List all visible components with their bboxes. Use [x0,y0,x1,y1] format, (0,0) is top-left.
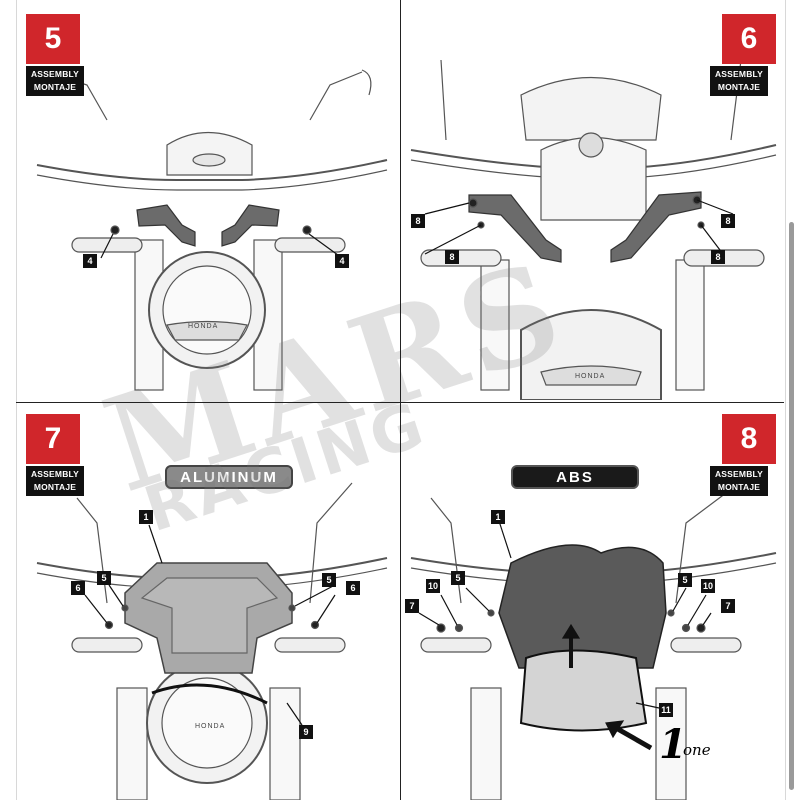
step-number: 6 [722,14,776,64]
right-mirror-stalk [309,482,353,604]
step-number: 7 [26,414,80,464]
right-bolt-icon [302,225,312,235]
left-bracket [136,204,196,247]
right-bolt-icon [696,623,706,633]
callout-7-left: 7 [405,599,419,613]
step-7-illustration [36,482,388,800]
callout-10-right: 10 [701,579,715,593]
panel-divider-vertical [400,0,401,800]
left-fork [470,687,502,800]
left-fork [116,687,148,800]
callout-9: 9 [299,725,313,739]
right-turn-signal [274,237,346,253]
montaje-text: MONTAJE [717,82,761,92]
trim-strip-9 [151,683,268,705]
callout-8-upper-right: 8 [721,214,735,228]
assembly-text: ASSEMBLY [714,69,764,79]
right-fork [269,687,301,800]
left-bracket [468,194,562,263]
headlight [520,309,662,400]
left-bolt-icon [436,623,446,633]
assembly-text: ASSEMBLY [30,69,80,79]
step-number: 5 [26,14,80,64]
right-bracket [221,204,280,247]
step-number: 8 [722,414,776,464]
left-bolt-icon [104,620,114,630]
left-turn-signal [71,637,143,653]
right-bolt-icon [310,620,320,630]
callout-8-upper-left: 8 [411,214,425,228]
abs-windscreen [498,544,667,669]
right-turn-signal [670,637,742,653]
handlebar [36,159,388,181]
instruction-sheet [16,0,786,800]
panel-divider-horizontal [16,402,784,403]
material-badge-abs: ABS [511,465,639,489]
callout-8-lower-right: 8 [711,250,725,264]
scrollbar[interactable] [789,222,794,790]
callout-5-left: 5 [97,571,111,585]
callout-4-left: 4 [83,254,97,268]
left-fork [480,259,510,391]
callout-6-right: 6 [346,581,360,595]
honda-badge: HONDA [188,323,219,330]
step-order-number: 1 [659,721,687,768]
callout-8-lower-left: 8 [445,250,459,264]
callout-5-left: 5 [451,571,465,585]
honda-badge: HONDA [575,373,606,380]
step-order-word: one [683,741,711,759]
assembly-label: ASSEMBLY MONTAJE [710,66,768,96]
top-cowl [520,77,662,141]
insert-arrow-icon [614,725,653,751]
bolt-icon [468,198,478,208]
montaje-text: MONTAJE [717,482,761,492]
callout-1: 1 [491,510,505,524]
step-6-illustration [410,59,777,400]
right-fork [675,259,705,391]
left-bolt-icon [110,225,120,235]
callout-5-right: 5 [678,573,692,587]
honda-badge: HONDA [195,723,226,730]
assembly-text: ASSEMBLY [30,469,80,479]
montaje-text: MONTAJE [33,82,77,92]
light-plate-11 [519,649,648,732]
step-8-illustration [410,492,777,800]
assembly-label: ASSEMBLY MONTAJE [26,66,84,96]
assembly-label: ASSEMBLY MONTAJE [710,466,768,496]
right-bracket [610,191,702,263]
material-badge-aluminum: ALUMINUM [165,465,293,489]
assembly-text: ASSEMBLY [714,469,764,479]
step-5-illustration [36,66,388,391]
gauge-cluster [540,137,647,221]
callout-1: 1 [139,510,153,524]
step-5-panel: 5 ASSEMBLY MONTAJE 4 4 [17,0,400,400]
callout-10-left: 10 [426,579,440,593]
callout-5-right: 5 [322,573,336,587]
callout-7-right: 7 [721,599,735,613]
left-turn-signal [420,637,492,653]
callout-6-left: 6 [71,581,85,595]
step-8-panel: 8 ASSEMBLY MONTAJE ABS 1 10 5 5 10 7 7 1… [401,403,784,800]
callout-4-right: 4 [335,254,349,268]
montaje-text: MONTAJE [33,482,77,492]
step-6-panel: 6 ASSEMBLY MONTAJE 8 8 8 8 [401,0,784,400]
assembly-label: ASSEMBLY MONTAJE [26,466,84,496]
step-7-panel: 7 ASSEMBLY MONTAJE ALUMINUM 1 5 5 6 6 9 [17,403,400,800]
callout-11: 11 [659,703,673,717]
right-mirror-stalk [309,71,363,121]
left-turn-signal [420,249,502,267]
right-turn-signal [274,637,346,653]
